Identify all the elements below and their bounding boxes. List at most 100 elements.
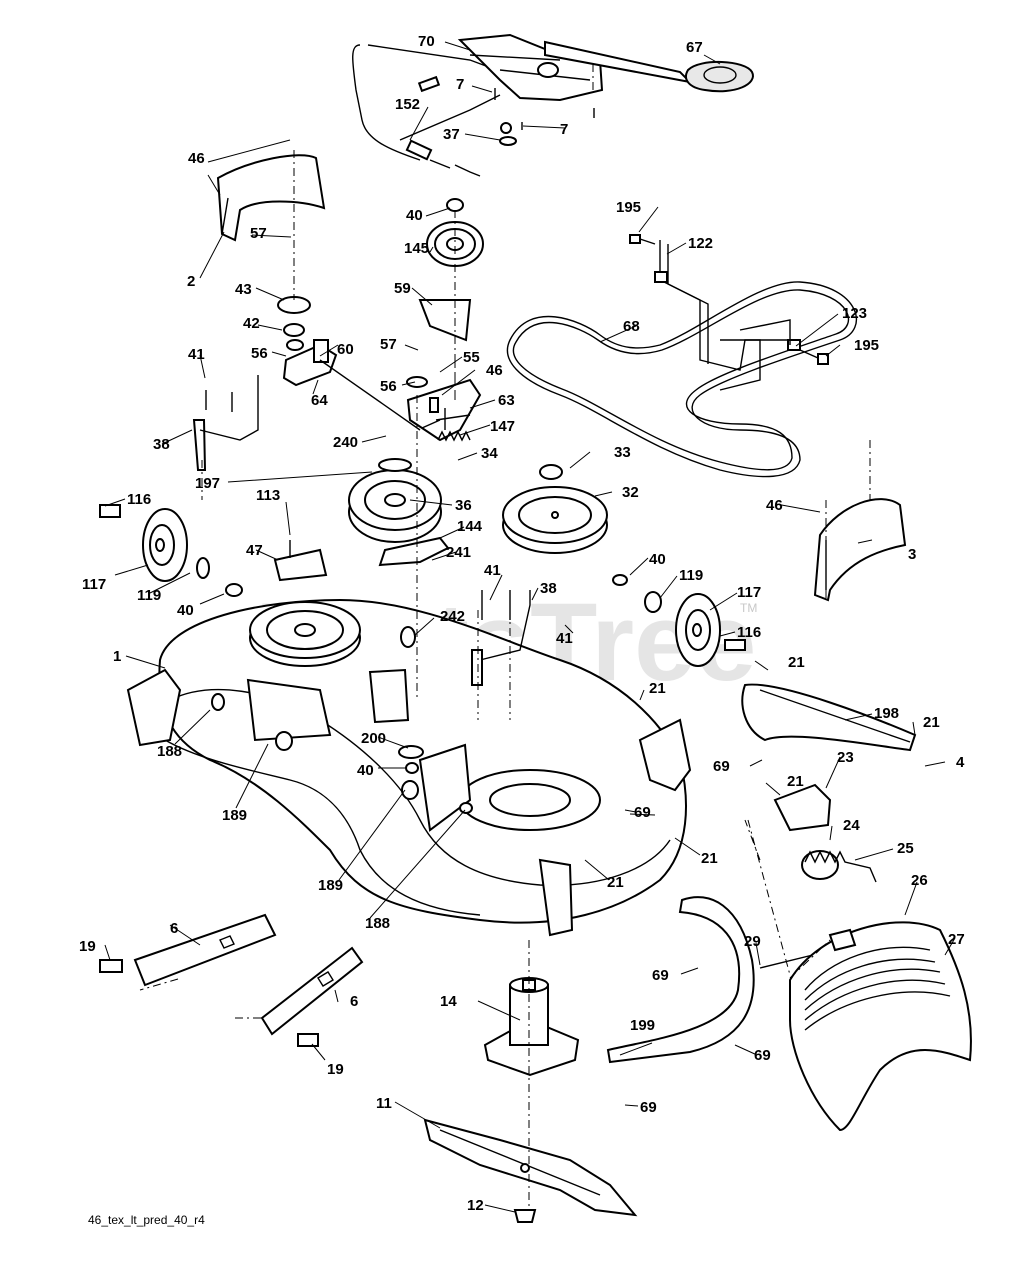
callout-69-b: 69 [634, 804, 651, 821]
callout-21-c: 21 [923, 714, 940, 731]
leader-lines [104, 41, 956, 1213]
callout-200: 200 [361, 730, 386, 747]
callout-19-b: 19 [327, 1061, 344, 1078]
callout-122: 122 [688, 235, 713, 252]
part-bracket-47 [273, 540, 328, 582]
callout-40-a: 40 [406, 207, 423, 224]
callout-57-a: 57 [250, 225, 267, 242]
callout-33: 33 [614, 444, 631, 461]
part-belt-guard-left [216, 154, 326, 242]
part-spindle-14 [483, 977, 580, 1077]
callout-116-b: 116 [737, 624, 761, 641]
part-deck-spindle-center [459, 769, 601, 831]
callout-123: 123 [842, 305, 867, 322]
part-idler-pulley-145 [418, 198, 484, 342]
callout-36: 36 [455, 497, 472, 514]
part-bracket-6-upper [99, 913, 277, 987]
callout-40-b: 40 [177, 602, 194, 619]
drawing-id-label: 46_tex_lt_pred_40_r4 [88, 1213, 205, 1227]
callout-21-e: 21 [701, 850, 718, 867]
callout-1: 1 [113, 648, 121, 665]
part-deck-brackets [211, 668, 574, 937]
part-gauge-wheel-right [612, 574, 746, 667]
part-spindle-pulley-32 [502, 464, 608, 554]
callout-40-d: 40 [357, 762, 374, 779]
part-bolt-195-b [799, 349, 829, 365]
callout-68: 68 [623, 318, 640, 335]
callout-42: 42 [243, 315, 260, 332]
callout-55: 55 [463, 349, 480, 366]
callout-240: 240 [333, 434, 358, 451]
dashed-centerlines [139, 60, 871, 1210]
part-engine-pulley-36 [348, 458, 450, 567]
callout-14: 14 [440, 993, 457, 1010]
part-blade-11 [423, 1118, 638, 1217]
part-bracket-6-lower [260, 946, 364, 1047]
callout-41-a: 41 [188, 346, 205, 363]
callout-69-a: 69 [713, 758, 730, 775]
callout-11: 11 [376, 1095, 392, 1112]
callout-37: 37 [443, 126, 460, 143]
part-deck-pulley [249, 601, 361, 667]
callout-6-b: 6 [350, 993, 358, 1010]
callout-188-b: 188 [365, 915, 390, 932]
callout-46-a: 46 [188, 150, 205, 167]
callout-38-b: 38 [540, 580, 557, 597]
callout-46-c: 46 [766, 497, 783, 514]
part-gauge-wheel-left [99, 504, 243, 597]
part-belt-68 [506, 281, 857, 478]
part-idler-arm-63 [406, 376, 482, 442]
callout-47: 47 [246, 542, 263, 559]
part-199-strap [606, 896, 755, 1064]
callout-69-e: 69 [640, 1099, 657, 1116]
callout-59: 59 [394, 280, 411, 297]
part-height-control-assembly [352, 33, 693, 177]
callout-189-a: 189 [222, 807, 247, 824]
callout-26: 26 [911, 872, 928, 889]
callout-7-a: 7 [456, 76, 464, 93]
callout-60: 60 [337, 341, 354, 358]
callout-25: 25 [897, 840, 914, 857]
part-spring-147 [437, 430, 471, 442]
callout-63: 63 [498, 392, 515, 409]
callout-117-a: 117 [82, 576, 106, 593]
part-knob [685, 60, 754, 93]
part-bolt-195-a [629, 234, 656, 245]
part-bracket-23 [773, 783, 832, 832]
part-bolt-12 [513, 1209, 537, 1223]
part-spring-25 [801, 850, 877, 883]
callout-38-a: 38 [153, 436, 170, 453]
callout-144: 144 [457, 518, 483, 535]
callout-197: 197 [195, 475, 220, 492]
callout-23: 23 [837, 749, 854, 766]
part-baffle-198 [741, 683, 917, 752]
callout-3: 3 [908, 546, 916, 563]
callout-6-a: 6 [170, 920, 178, 937]
callout-29: 29 [744, 933, 761, 950]
callout-119-a: 119 [137, 587, 161, 604]
callout-7-b: 7 [560, 121, 568, 138]
callout-113: 113 [256, 487, 280, 504]
callout-241: 241 [446, 544, 471, 561]
callout-199: 199 [630, 1017, 655, 1034]
callout-19-a: 19 [79, 938, 96, 955]
callout-198: 198 [874, 705, 899, 722]
callout-189-b: 189 [318, 877, 343, 894]
callout-40-c: 40 [649, 551, 666, 568]
part-small-hardware-top [494, 88, 595, 146]
watermark-trademark: TM [740, 601, 757, 615]
callout-188-a: 188 [157, 743, 182, 760]
callout-119-b: 119 [679, 567, 703, 584]
callout-195-a: 195 [616, 199, 641, 216]
callout-41-b: 41 [484, 562, 501, 579]
callout-195-b: 195 [854, 337, 879, 354]
callout-116-a: 116 [127, 491, 151, 508]
callout-57-b: 57 [380, 336, 397, 353]
part-discharge-chute-27 [789, 921, 972, 1132]
part-bracket-38-right [471, 590, 531, 686]
callout-43: 43 [235, 281, 252, 298]
callout-56-a: 56 [251, 345, 268, 362]
callout-4: 4 [956, 754, 965, 771]
callout-67: 67 [686, 39, 703, 56]
